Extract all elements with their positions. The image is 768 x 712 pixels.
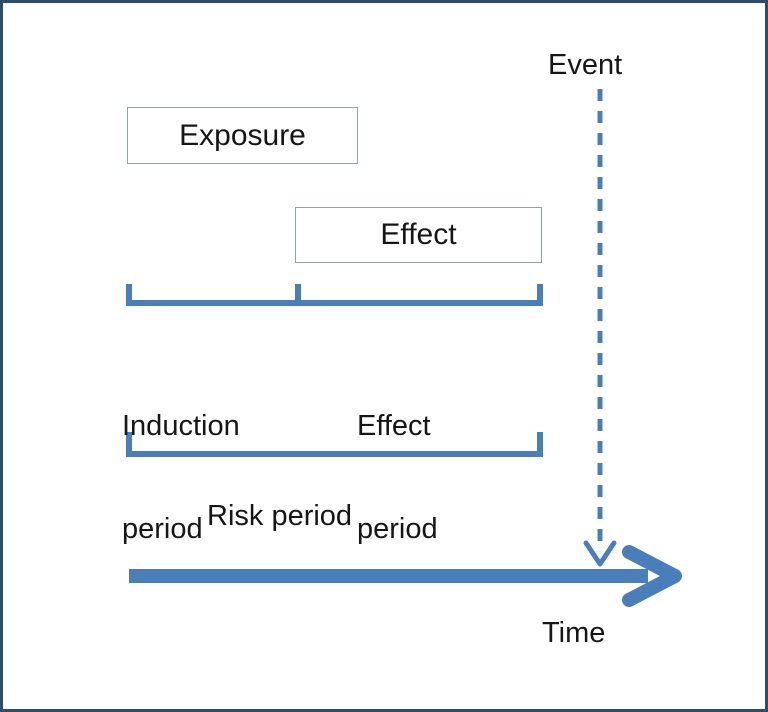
- effect-box-label: Effect: [380, 218, 457, 251]
- effect-period-label-line1: Effect: [357, 410, 431, 443]
- dashed-down-arrow-icon: [583, 89, 617, 567]
- effect-period-label: Effect period: [357, 341, 438, 615]
- diagram-canvas: [126, 89, 682, 607]
- time-axis-label: Time: [542, 617, 606, 649]
- induction-period-label: Induction period: [122, 341, 240, 615]
- exposure-box-label: Exposure: [179, 118, 306, 152]
- effect-box: Effect: [295, 207, 542, 263]
- risk-period-label: Risk period: [207, 500, 353, 532]
- induction-period-label-line2: period: [122, 513, 203, 546]
- right-arrow-icon: [129, 545, 682, 607]
- risk-period-bracket-icon: [126, 432, 543, 457]
- effect-period-label-line2: period: [357, 513, 438, 546]
- exposure-box: Exposure: [127, 107, 358, 164]
- induction-effect-bracket-icon: [126, 284, 543, 306]
- event-label: Event: [548, 49, 623, 81]
- induction-period-label-line1: Induction: [122, 410, 240, 443]
